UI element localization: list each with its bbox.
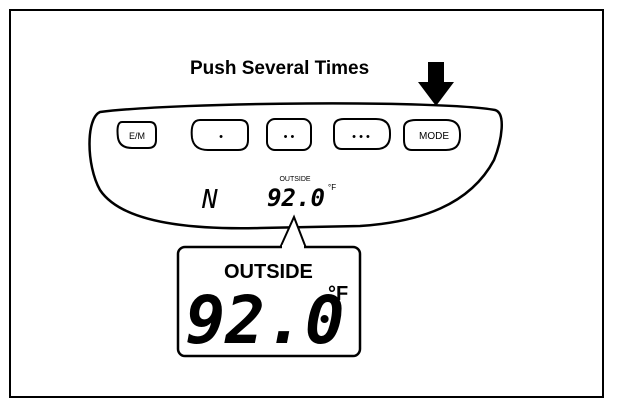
diagram-frame xyxy=(9,9,604,398)
small-unit: °F xyxy=(328,183,336,192)
callout-pointer xyxy=(279,214,307,249)
mode-button-label: MODE xyxy=(419,131,449,142)
down-arrow-icon xyxy=(418,62,454,106)
one-dot-label: • xyxy=(219,131,223,143)
instruction-caption: Push Several Times xyxy=(190,58,370,79)
small-temperature: 92.0 xyxy=(267,184,325,212)
zoom-unit: °F xyxy=(328,283,348,305)
mode-button[interactable]: MODE xyxy=(403,119,461,151)
two-dot-button[interactable]: • • xyxy=(266,118,312,151)
em-button-label: E/M xyxy=(129,131,145,141)
compass-heading: N xyxy=(201,185,218,215)
zoom-outside-label: OUTSIDE xyxy=(224,261,313,283)
small-outside-label: OUTSIDE xyxy=(279,176,310,183)
zoom-temperature: 92.0 xyxy=(186,282,345,359)
three-dot-label: • • • xyxy=(352,131,370,143)
one-dot-button[interactable]: • xyxy=(190,119,249,151)
zoomed-display xyxy=(176,245,362,358)
two-dot-label: • • xyxy=(284,131,295,143)
em-button[interactable]: E/M xyxy=(116,121,157,149)
three-dot-button[interactable]: • • • xyxy=(333,118,391,150)
